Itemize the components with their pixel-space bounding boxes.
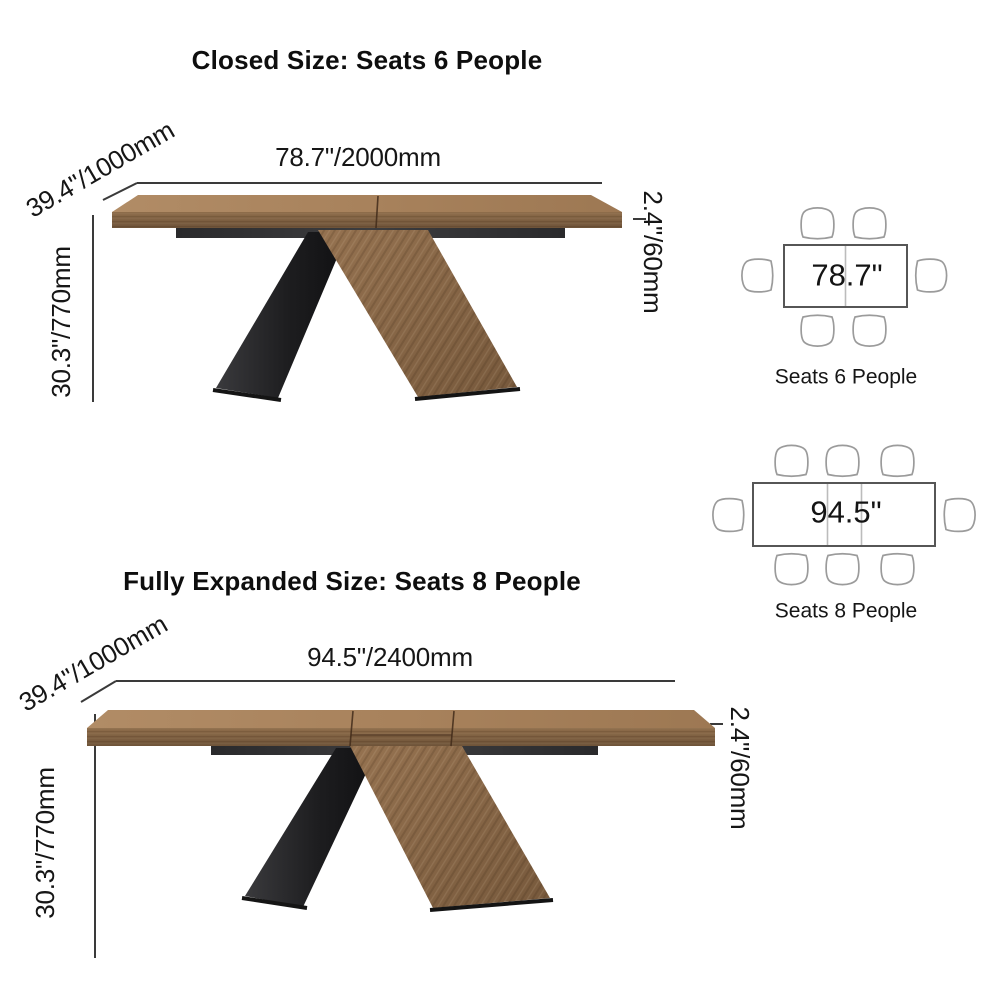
expanded-depth-dimension-line bbox=[80, 680, 117, 703]
chair-icon bbox=[825, 552, 860, 586]
chair-icon bbox=[880, 552, 915, 586]
table-top-view-rect-8 bbox=[752, 482, 936, 547]
chair-icon bbox=[741, 258, 774, 293]
expanded-wood-leg-grain bbox=[350, 746, 550, 908]
expanded-black-leg-foot bbox=[241, 896, 308, 910]
chair-icon bbox=[825, 444, 860, 478]
expanded-leaf-seam-left bbox=[349, 710, 354, 747]
top-view-6-caption: Seats 6 People bbox=[774, 365, 918, 389]
chair-icon bbox=[943, 497, 976, 533]
chair-icon bbox=[852, 207, 887, 240]
closed-wood-leg-foot bbox=[414, 387, 521, 401]
expanded-leaf-seam-right bbox=[450, 710, 455, 747]
top-view-8-width-label: 94.5" bbox=[810, 494, 882, 530]
chair-icon bbox=[852, 314, 887, 347]
top-view-8-caption: Seats 8 People bbox=[774, 599, 918, 623]
chair-icon bbox=[800, 314, 835, 347]
chair-icon bbox=[774, 552, 809, 586]
closed-wood-leg-grain bbox=[318, 230, 517, 397]
closed-width-label: 78.7"/2000mm bbox=[275, 142, 441, 172]
top-view-seats-6 bbox=[741, 207, 948, 347]
closed-tabletop-surface bbox=[112, 195, 622, 212]
top-view-seats-8 bbox=[712, 444, 976, 586]
closed-height-label: 30.3"/770mm bbox=[46, 246, 76, 398]
expanded-table-illustration bbox=[80, 680, 723, 958]
closed-table-illustration bbox=[92, 182, 646, 402]
expanded-tabletop-surface bbox=[87, 710, 715, 728]
expanded-black-leg bbox=[245, 748, 378, 907]
chair-icon bbox=[880, 444, 915, 478]
expanded-section-title: Fully Expanded Size: Seats 8 People bbox=[123, 566, 581, 596]
chair-icon bbox=[774, 444, 809, 478]
expanded-thickness-label: 2.4"/60mm bbox=[725, 706, 755, 830]
closed-black-leg bbox=[216, 232, 348, 398]
expanded-width-label: 94.5"/2400mm bbox=[307, 642, 473, 672]
expanded-tabletop-edge-grain bbox=[87, 728, 715, 746]
closed-black-leg-foot bbox=[212, 388, 282, 402]
closed-thickness-label: 2.4"/60mm bbox=[638, 190, 668, 314]
top-view-6-width-label: 78.7" bbox=[811, 257, 883, 293]
expanded-height-label: 30.3"/770mm bbox=[30, 767, 60, 919]
expanded-wood-leg-foot bbox=[429, 898, 554, 912]
chair-icon bbox=[800, 207, 835, 240]
closed-tabletop-edge-grain bbox=[112, 212, 622, 228]
closed-section-title: Closed Size: Seats 6 People bbox=[191, 45, 543, 75]
closed-depth-dimension-line bbox=[102, 182, 138, 201]
chair-icon bbox=[712, 497, 745, 533]
chair-icon bbox=[914, 258, 948, 293]
closed-tabletop-seam bbox=[375, 195, 379, 229]
